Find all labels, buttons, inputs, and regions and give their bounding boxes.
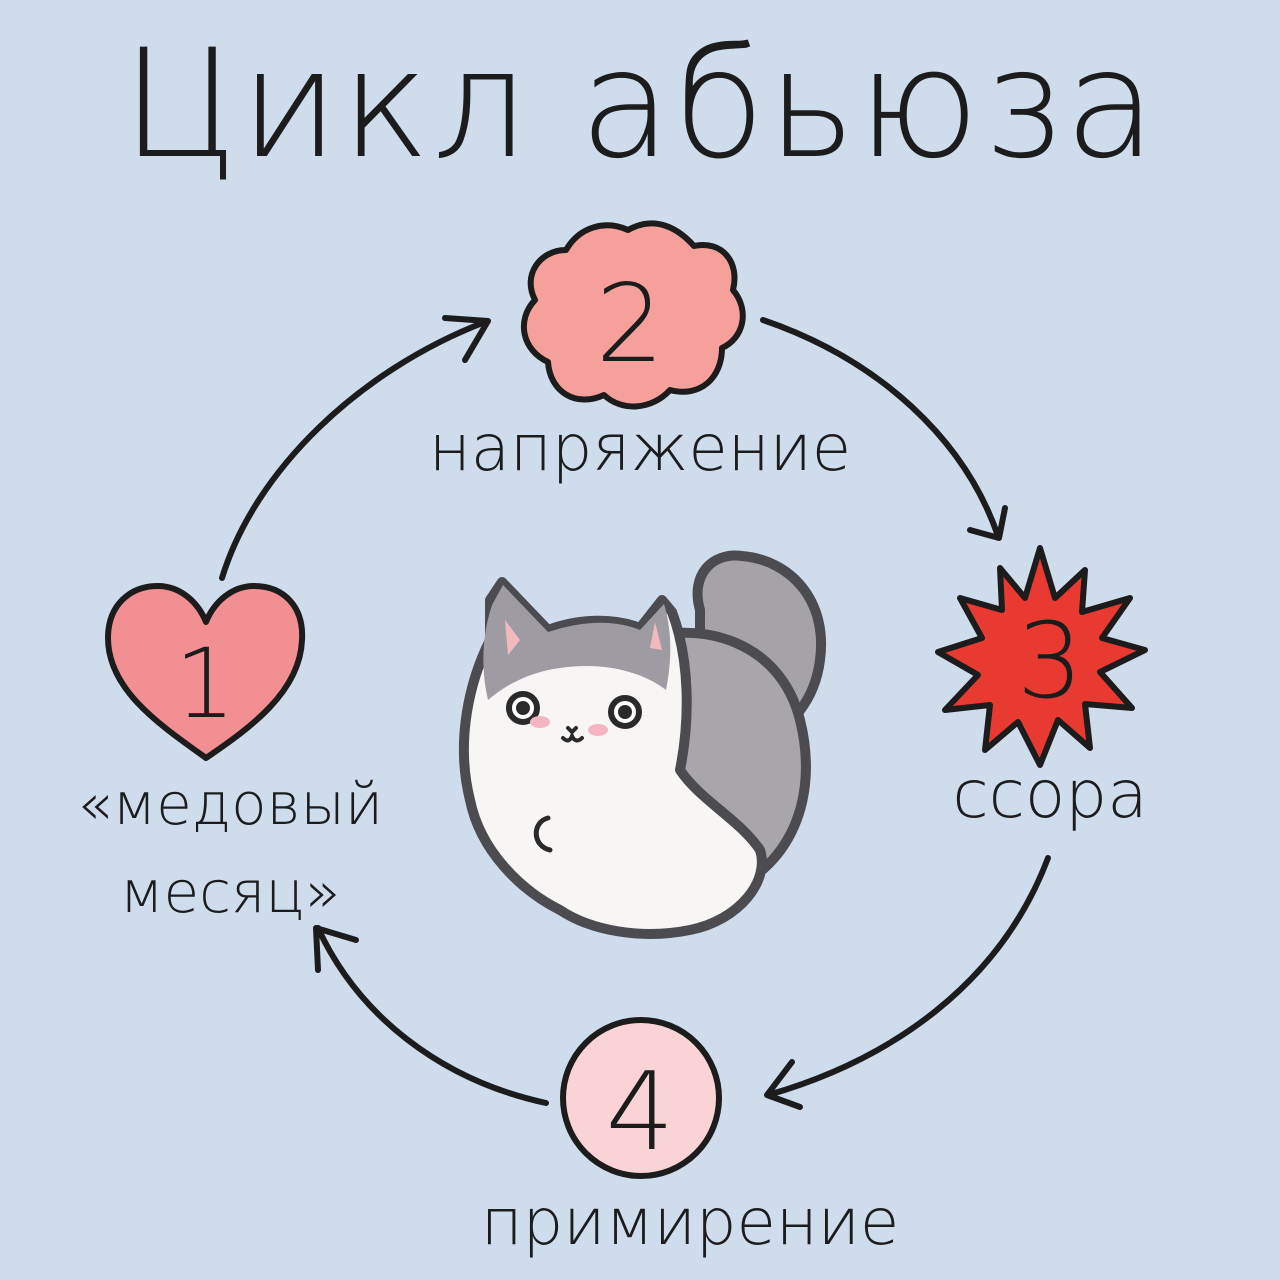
stage-4-label: примирение: [480, 1186, 900, 1260]
stage-3-label: ссора: [952, 756, 1148, 833]
cat-illustration: [458, 550, 827, 939]
stage-4-number: 4: [605, 1050, 675, 1175]
wavy-blob-icon: [520, 220, 746, 410]
arrow-1-to-2: [219, 315, 491, 581]
page-title: Цикл абьюза: [121, 18, 1159, 192]
stage-2-number: 2: [595, 262, 665, 387]
stage-3-number: 3: [1016, 600, 1084, 722]
stage-1-number: 1: [174, 628, 236, 740]
stage-2-label: напряжение: [428, 412, 852, 486]
stage-1-label-line1: «медовый: [76, 770, 384, 838]
arrow-4-to-1: [313, 925, 549, 1106]
stage-1-label-line2: месяц»: [119, 858, 341, 926]
arrow-2-to-3: [760, 317, 1008, 541]
arrow-3-to-4: [764, 855, 1051, 1110]
circle-icon: [560, 1017, 722, 1179]
heart-icon: [105, 583, 306, 761]
starburst-icon: [935, 545, 1148, 768]
